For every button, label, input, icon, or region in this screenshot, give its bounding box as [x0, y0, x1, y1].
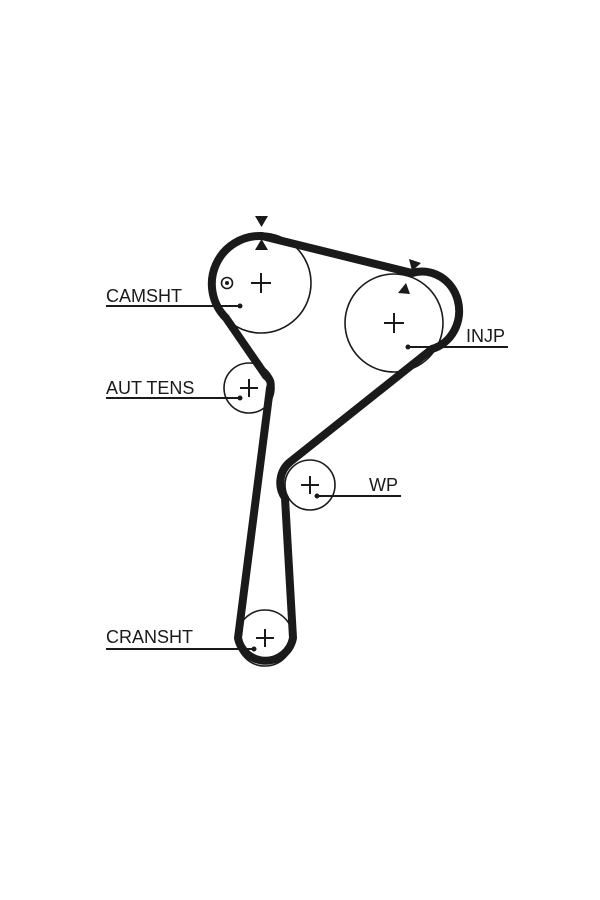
injection-pump-pulley [344, 273, 444, 373]
camshaft-pulley [210, 232, 312, 334]
camshaft-callout: CAMSHT [106, 286, 243, 309]
tensioner-pulley [223, 362, 275, 414]
camshaft-label: CAMSHT [106, 286, 182, 306]
injection-pump-callout: INJP [405, 326, 508, 350]
pump-timing-mark-inner-icon [398, 283, 410, 294]
timing-belt [207, 231, 464, 665]
water-pump-pulley [284, 459, 336, 511]
water-pump-callout: WP [314, 475, 401, 499]
crankshaft-callout: CRANSHT [106, 627, 257, 652]
injection-pump-label: INJP [466, 326, 505, 346]
tensioner-label: AUT TENS [106, 378, 194, 398]
target-mark-icon [220, 276, 234, 290]
camshaft-timing-mark-inner-icon [255, 239, 268, 250]
tensioner-callout: AUT TENS [106, 378, 243, 401]
water-pump-label: WP [369, 475, 398, 495]
crankshaft-pulley [236, 609, 294, 667]
crankshaft-label: CRANSHT [106, 627, 193, 647]
pump-timing-mark-outer-icon [409, 259, 421, 271]
camshaft-timing-mark-outer-icon [255, 216, 268, 227]
